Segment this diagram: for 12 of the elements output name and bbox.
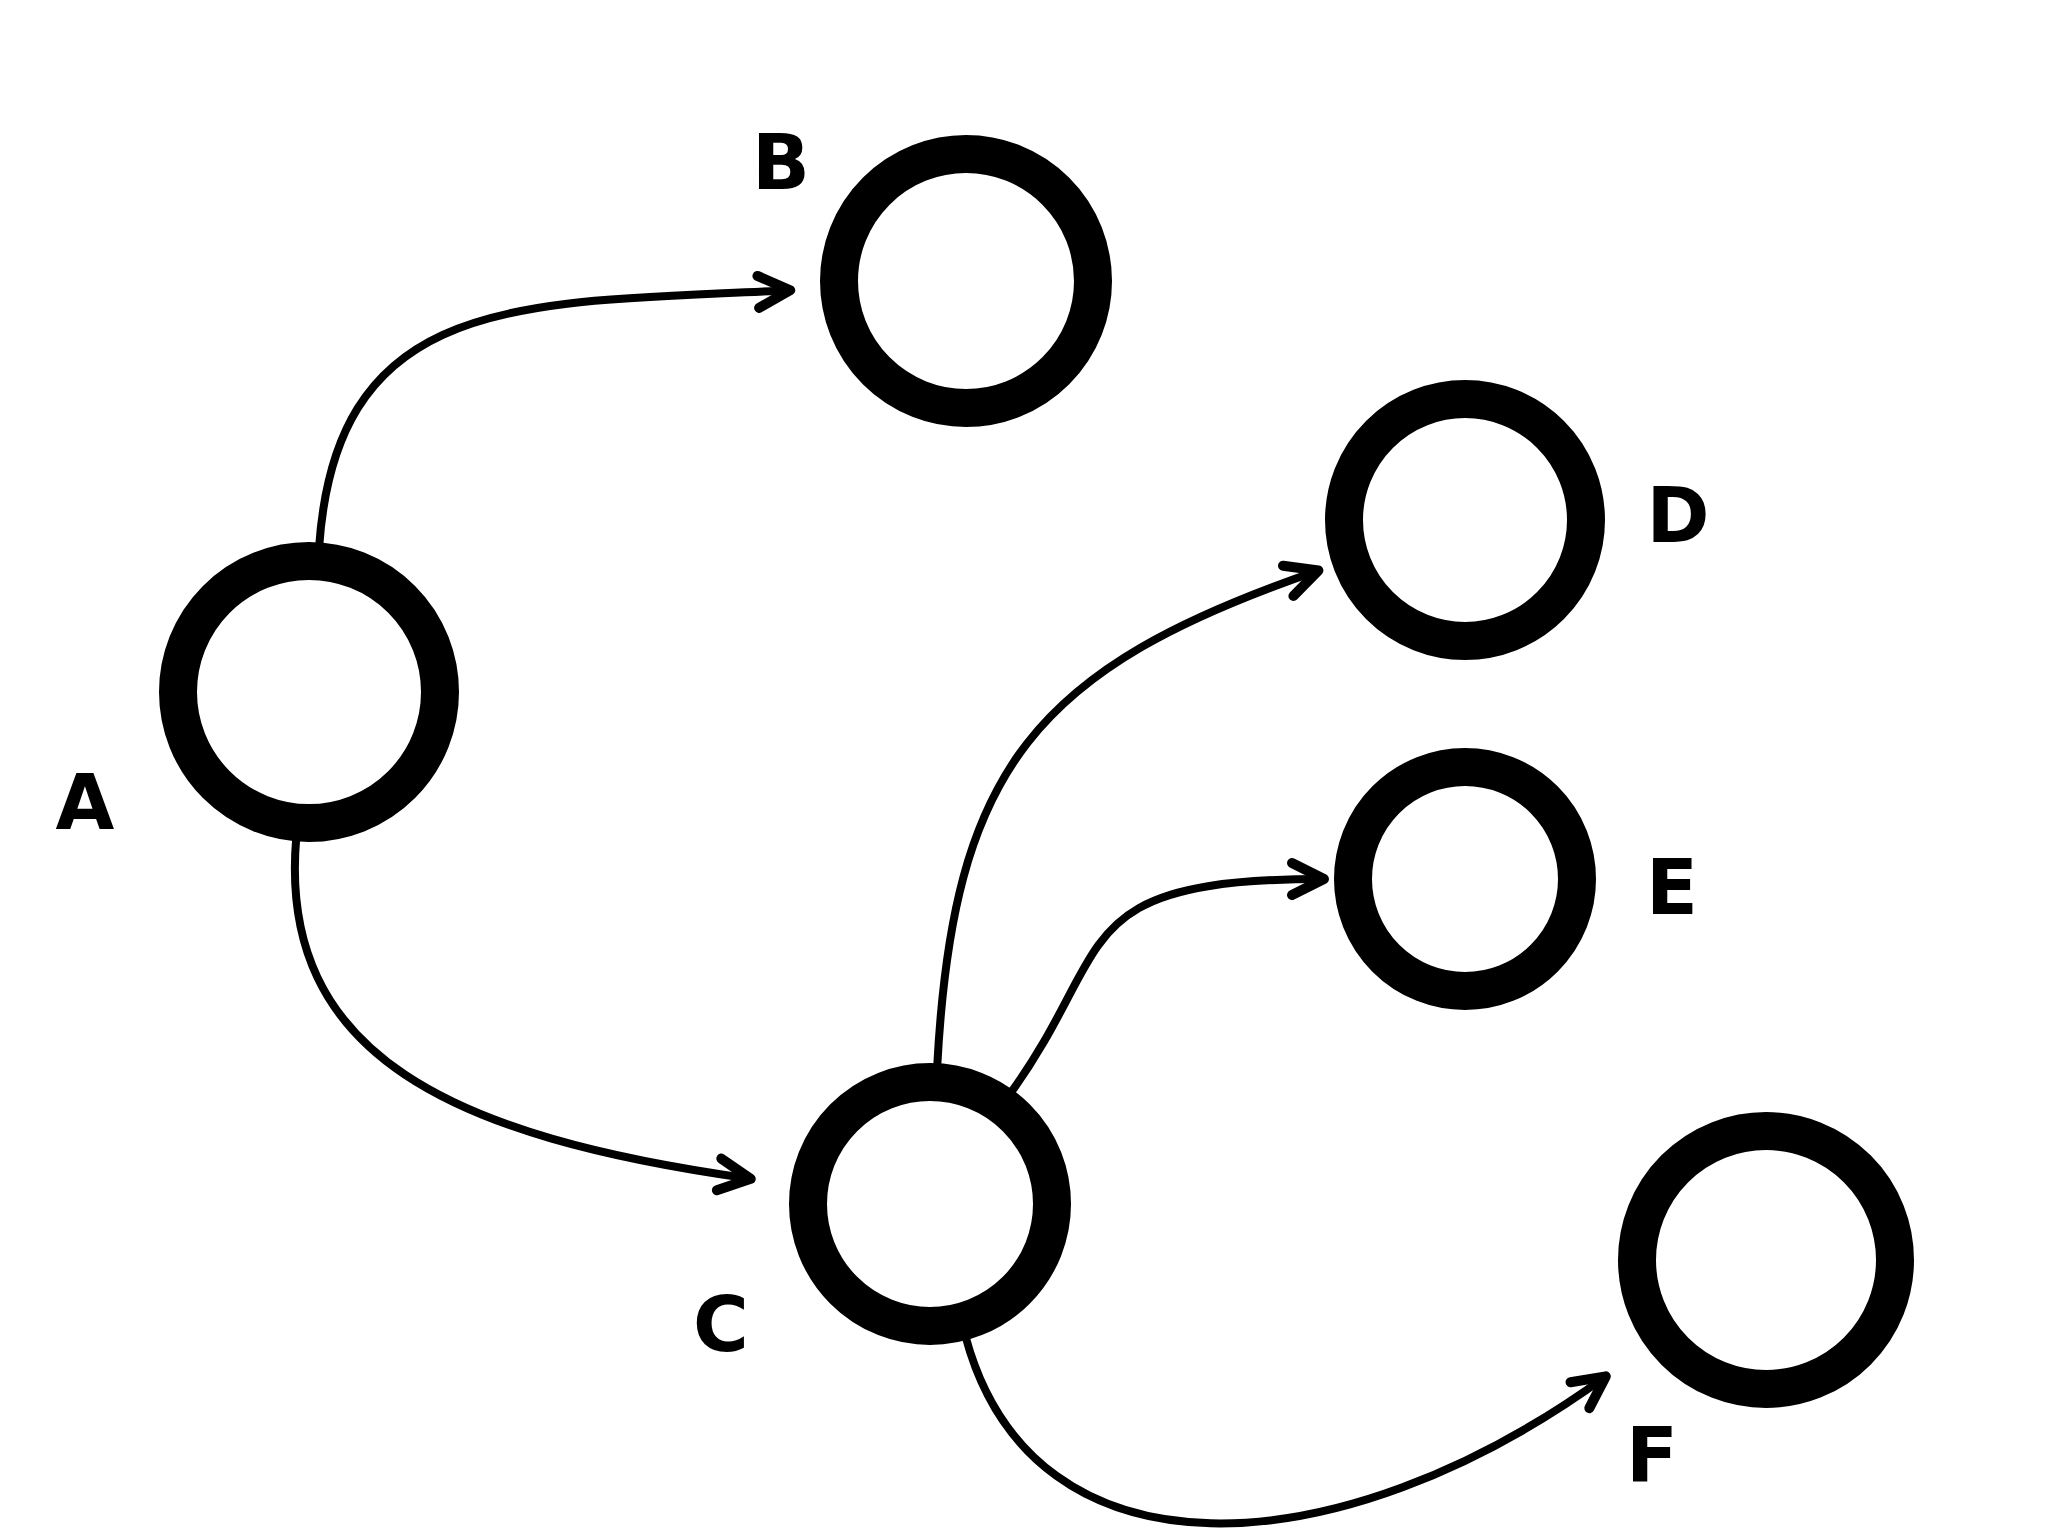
node-label: F — [1626, 1418, 1678, 1494]
circle — [1618, 1112, 1914, 1408]
node-label: E — [1646, 850, 1698, 926]
circle — [789, 1063, 1071, 1345]
circle — [820, 135, 1112, 427]
node-label: B — [752, 125, 810, 201]
circle — [1325, 380, 1605, 660]
circle — [1334, 748, 1596, 1010]
node-label: A — [55, 765, 115, 841]
node-label: D — [1646, 478, 1710, 554]
node-label: C — [693, 1287, 749, 1363]
circle — [159, 542, 459, 842]
